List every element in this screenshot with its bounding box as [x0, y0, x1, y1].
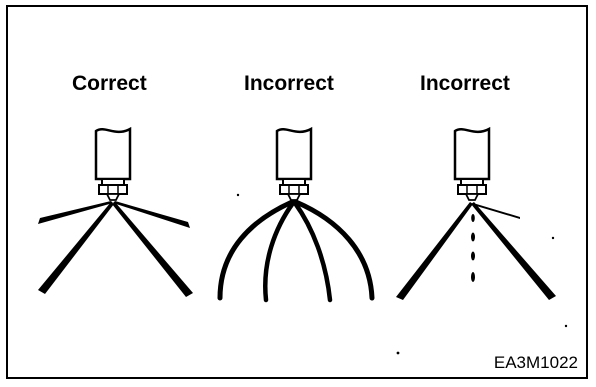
label-incorrect-curved: Incorrect [244, 72, 334, 95]
injector-incorrect-dribble [453, 127, 491, 202]
spray-incorrect-curved [217, 199, 375, 303]
figure-code: EA3M1022 [493, 353, 578, 372]
speck-marks [236, 193, 568, 355]
label-correct: Correct [72, 72, 147, 95]
spray-incorrect-dribble [396, 202, 556, 300]
injector-correct [94, 127, 132, 202]
dripping-droplets [471, 214, 475, 282]
spray-correct [38, 201, 193, 297]
injector-incorrect-curved [275, 127, 313, 202]
label-incorrect-dribble: Incorrect [420, 72, 510, 95]
